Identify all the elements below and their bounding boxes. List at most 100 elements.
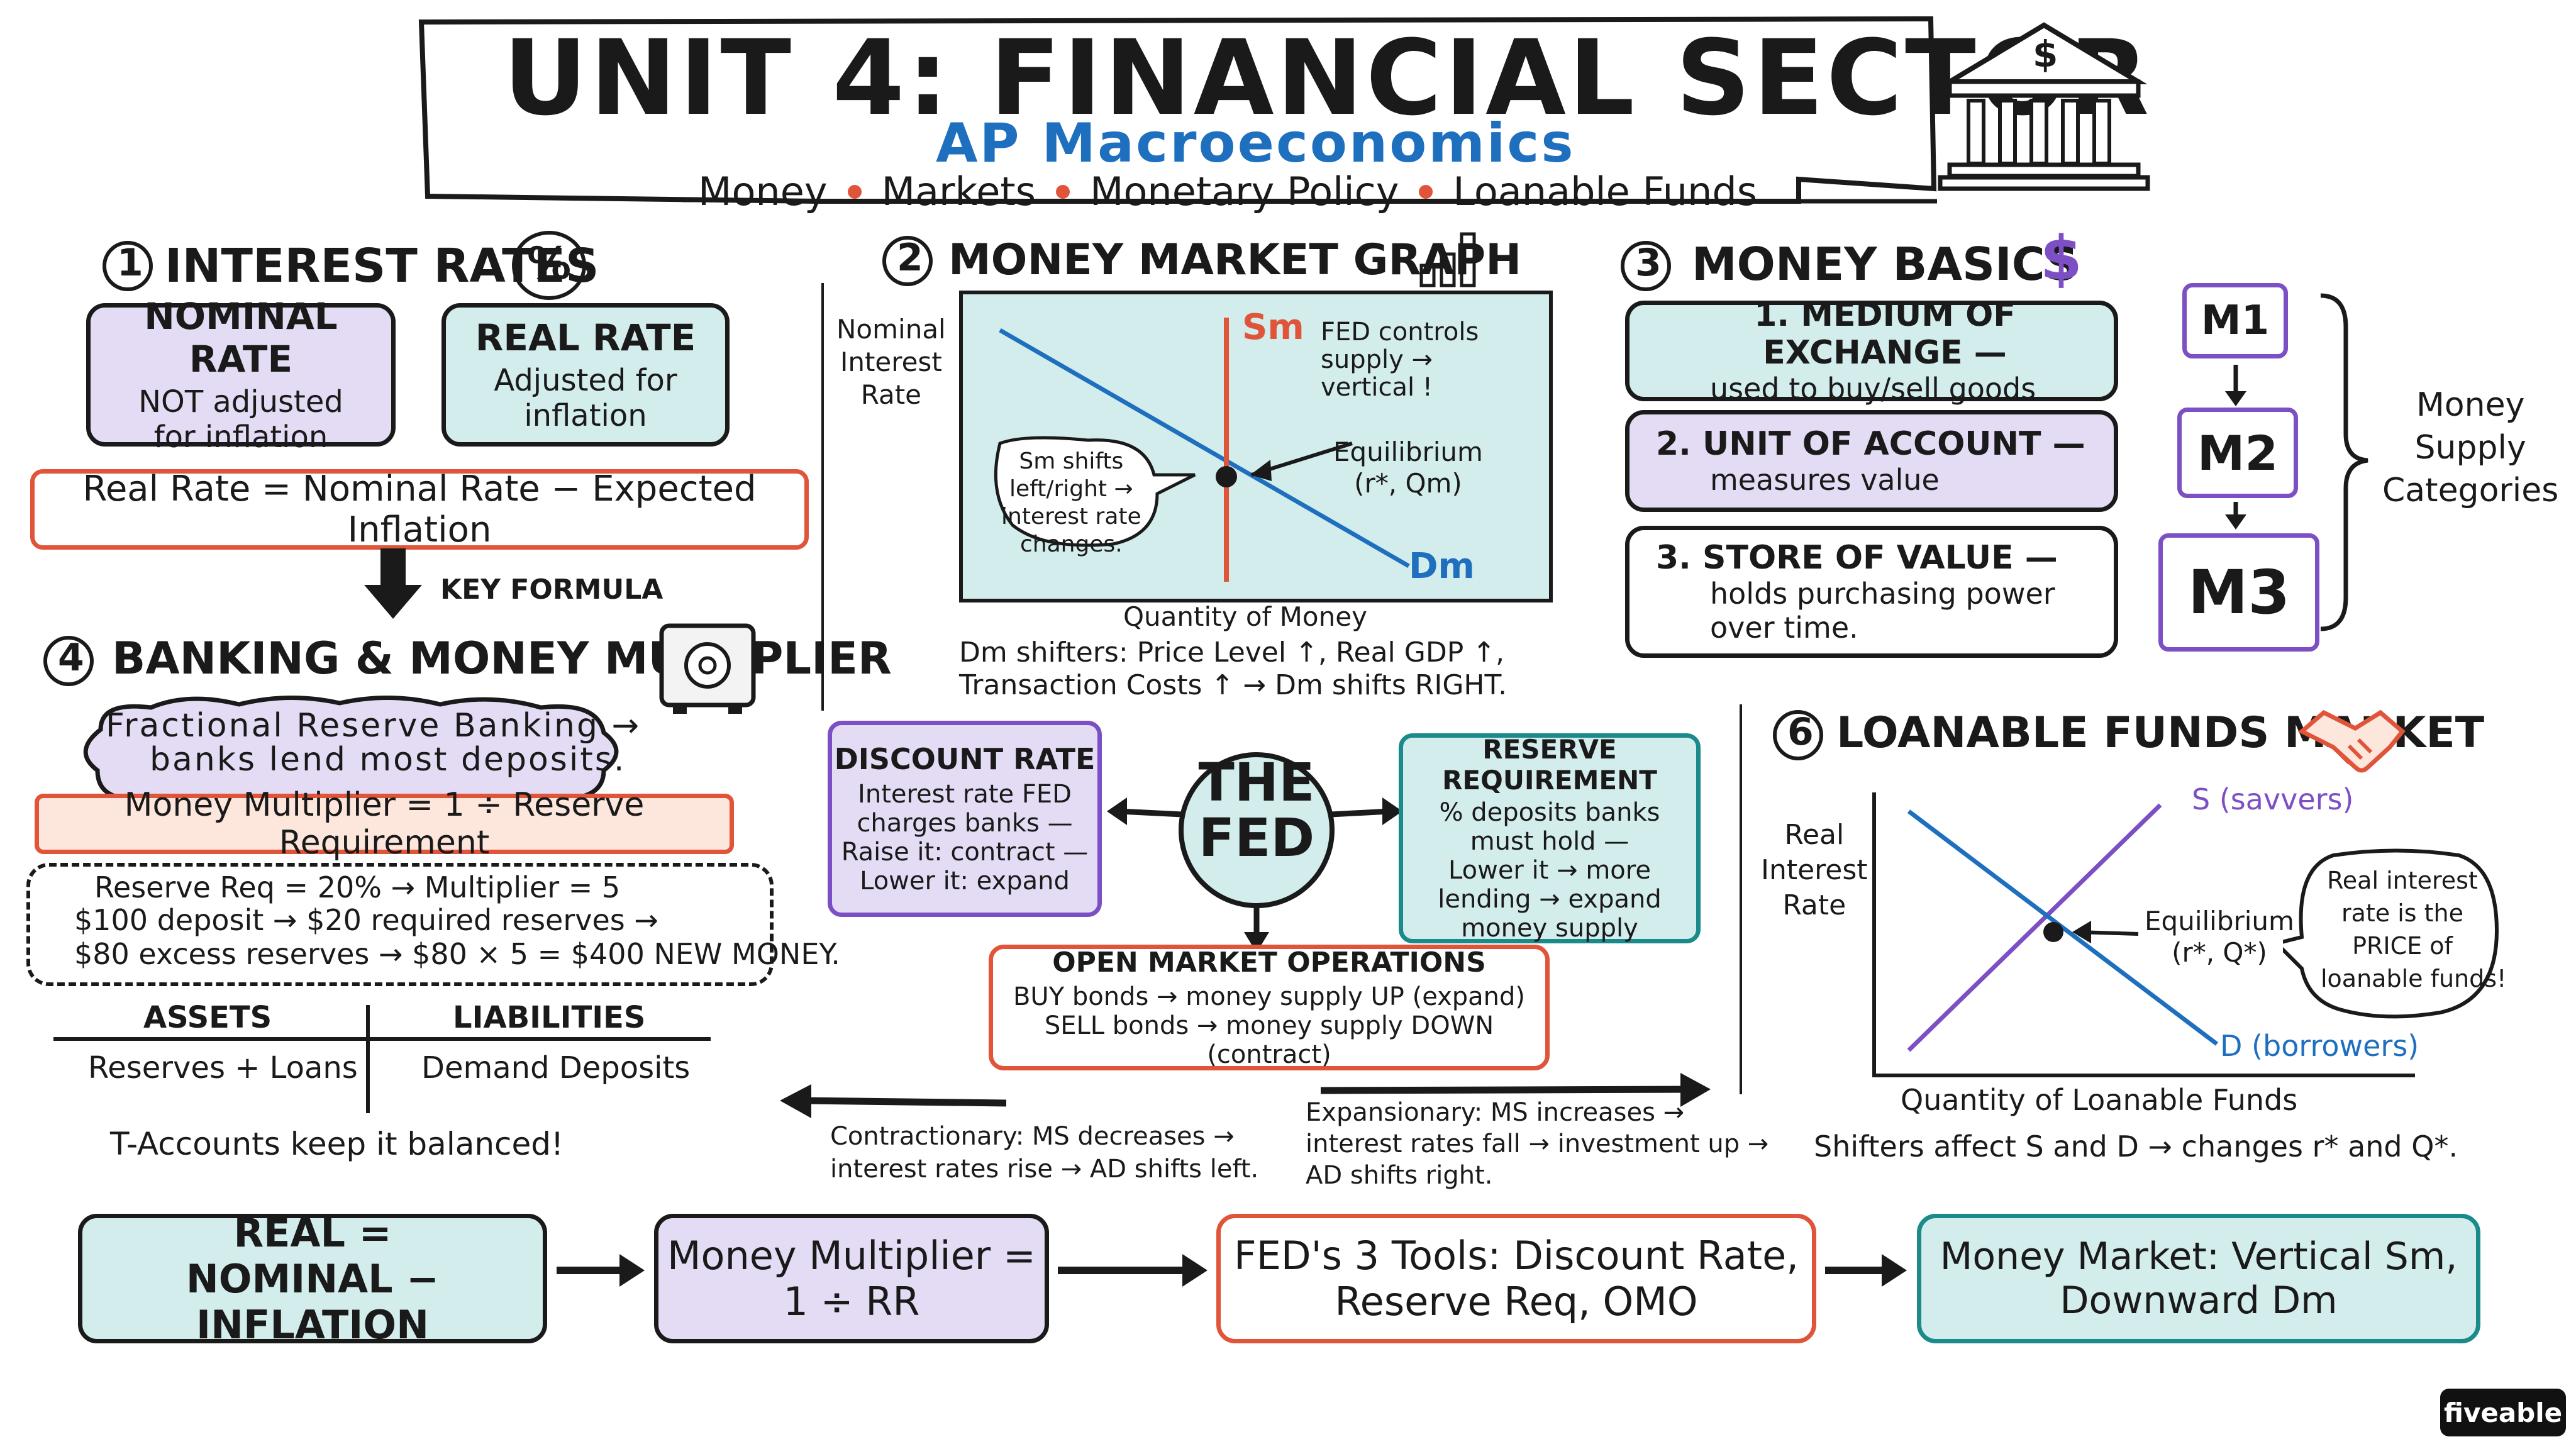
page-subtitle: AP Macroeconomics bbox=[936, 112, 1575, 175]
categories-brace bbox=[2320, 293, 2368, 631]
liabilities-header: LIABILITIES bbox=[453, 1000, 646, 1035]
summary-text: Reserve Req, OMO bbox=[1335, 1279, 1698, 1324]
function-title: 1. MEDIUM OF EXCHANGE — bbox=[1754, 296, 2016, 372]
section2-number-circle bbox=[882, 236, 933, 286]
lf-y-label-line: Interest bbox=[1761, 854, 1868, 886]
the-fed-label: THE FED bbox=[1156, 755, 1357, 865]
section3-number: 3 bbox=[1635, 241, 1662, 285]
section1-number: 1 bbox=[117, 241, 143, 285]
supply-label: S (savvers) bbox=[2192, 782, 2354, 816]
section4-title: BANKING & MONEY MULTIPLIER bbox=[112, 633, 892, 684]
topic-money: Money bbox=[698, 169, 828, 214]
money-multiplier-formula: Money Multiplier = 1 ÷ Reserve Requireme… bbox=[35, 786, 734, 862]
sm-shift-line: interest rate bbox=[1001, 504, 1141, 530]
price-bubble-line: PRICE of bbox=[2352, 932, 2453, 960]
section2-number: 2 bbox=[897, 236, 923, 280]
cloud-text: Fractional Reserve Banking → bbox=[106, 707, 641, 745]
money-demand-curve bbox=[999, 328, 1410, 569]
categories-line: Money bbox=[2416, 386, 2525, 424]
assets-header: ASSETS bbox=[143, 1000, 272, 1035]
section3-title: MONEY BASICS bbox=[1692, 238, 2079, 291]
lf-x-label: Quantity of Loanable Funds bbox=[1901, 1083, 2298, 1117]
section4-number: 4 bbox=[58, 636, 84, 680]
lf-equilibrium-label: Equilibrium (r*, Q*) bbox=[2145, 906, 2294, 969]
discount-rate-card: DISCOUNT RATE Interest rate FED charges … bbox=[828, 721, 1102, 917]
formula-text: Real Rate = Nominal Rate − Expected Infl… bbox=[82, 469, 757, 550]
sm-label: Sm bbox=[1242, 307, 1304, 348]
omo-text: SELL bonds → money supply DOWN (contract… bbox=[1044, 1011, 1494, 1069]
topic-markets: Markets bbox=[881, 169, 1036, 214]
down-arrow bbox=[364, 548, 422, 619]
lf-equilibrium-line: (r*, Q*) bbox=[2172, 937, 2267, 968]
dm-label: Dm bbox=[1409, 546, 1475, 587]
summary-text: FED's 3 Tools: Discount Rate, bbox=[1234, 1233, 1799, 1279]
summary-fed-tools: FED's 3 Tools: Discount Rate, Reserve Re… bbox=[1216, 1214, 1816, 1343]
function-text: holds purchasing power bbox=[1710, 577, 2055, 611]
sm-shift-line: Sm shifts bbox=[1019, 448, 1124, 474]
t-account bbox=[53, 1005, 711, 1113]
price-bubble-line: Real interest bbox=[2327, 867, 2478, 894]
lf-supply-curve bbox=[1907, 803, 2162, 1052]
m1-label: M1 bbox=[2201, 297, 2270, 344]
title-banner bbox=[418, 16, 1937, 204]
real-rate-title: REAL RATE bbox=[475, 316, 696, 359]
demand-label: D (borrowers) bbox=[2220, 1029, 2419, 1063]
liabilities-value: Demand Deposits bbox=[421, 1050, 691, 1085]
percent-icon-circle bbox=[512, 231, 586, 300]
section6-number: 6 bbox=[1787, 710, 1814, 754]
bullet-dot bbox=[1056, 184, 1070, 199]
section4-number-circle bbox=[43, 636, 94, 686]
topic-monetary-policy: Monetary Policy bbox=[1090, 169, 1399, 214]
function-store-of-value: 3. STORE OF VALUE — holds purchasing pow… bbox=[1625, 526, 2118, 658]
function-text: over time. bbox=[1710, 611, 1858, 645]
real-rate-text: inflation bbox=[524, 398, 647, 433]
expansionary-note: interest rates fall → investment up → bbox=[1306, 1130, 1769, 1158]
sm-shift-line: left/right → bbox=[1009, 476, 1133, 502]
sm-shift-line: changes. bbox=[1020, 531, 1123, 557]
real-rate-formula: Real Rate = Nominal Rate − Expected Infl… bbox=[30, 469, 809, 550]
mm-y-label-line: Nominal bbox=[836, 314, 946, 345]
discount-rate-text: charges banks — bbox=[857, 809, 1073, 838]
categories-line: Supply bbox=[2414, 429, 2526, 467]
reserve-requirement-text: money supply bbox=[1461, 914, 1638, 943]
dm-shifters-note: Transaction Costs ↑ → Dm shifts RIGHT. bbox=[959, 669, 1507, 701]
summary-text: NOMINAL − INFLATION bbox=[186, 1255, 440, 1348]
discount-rate-text: Raise it: contract — bbox=[841, 838, 1089, 867]
mm-equilibrium-point bbox=[1216, 466, 1237, 487]
cloud-text: banks lend most deposits. bbox=[150, 741, 626, 779]
mm-y-label: Nominal Interest Rate bbox=[836, 313, 946, 411]
key-formula-label: KEY FORMULA bbox=[440, 574, 663, 606]
real-rate-text: Adjusted for bbox=[494, 363, 677, 398]
function-title: 2. UNIT OF ACCOUNT — bbox=[1656, 425, 2085, 463]
example-line: $80 excess reserves → $80 × 5 = $400 NEW… bbox=[74, 937, 840, 971]
assets-value: Reserves + Loans bbox=[88, 1050, 358, 1085]
discount-rate-text: Interest rate FED bbox=[858, 780, 1072, 809]
function-title: 3. STORE OF VALUE — bbox=[1656, 539, 2058, 577]
lf-equilibrium-line: Equilibrium bbox=[2145, 906, 2294, 936]
summary-text: REAL = bbox=[233, 1209, 392, 1256]
section6-number-circle bbox=[1773, 710, 1823, 760]
m3-label: M3 bbox=[2187, 557, 2290, 628]
real-rate-card: REAL RATE Adjusted for inflation bbox=[441, 303, 730, 447]
reserve-requirement-text: % deposits banks bbox=[1439, 798, 1660, 827]
contraction-expansion-arrows bbox=[780, 1073, 1711, 1118]
summary-text: 1 ÷ RR bbox=[783, 1279, 920, 1324]
mm-equilibrium-line: (r*, Qm) bbox=[1354, 468, 1462, 499]
multiplier-example bbox=[26, 863, 774, 986]
reserve-requirement-card: RESERVE REQUIREMENT % deposits banks mus… bbox=[1399, 733, 1701, 943]
nominal-rate-text: NOT adjusted bbox=[138, 384, 343, 419]
t-account-note: T-Accounts keep it balanced! bbox=[110, 1126, 564, 1162]
example-line: $100 deposit → $20 required reserves → bbox=[74, 903, 658, 937]
m3-box: M3 bbox=[2158, 533, 2319, 652]
loanable-funds-graph bbox=[1872, 792, 2415, 1077]
money-supply-categories-label: Money Supply Categories bbox=[2382, 384, 2558, 512]
fed-hub bbox=[1107, 752, 1402, 953]
m1-box: M1 bbox=[2182, 283, 2288, 358]
omo-text: BUY bonds → money supply UP (expand) bbox=[1013, 982, 1526, 1011]
expansionary-note: AD shifts right. bbox=[1306, 1161, 1493, 1190]
categories-line: Categories bbox=[2382, 472, 2559, 509]
mm-equilibrium-label: Equilibrium (r*, Qm) bbox=[1333, 436, 1483, 499]
summary-money-multiplier: Money Multiplier = 1 ÷ RR bbox=[654, 1214, 1049, 1343]
contractionary-note: interest rates rise → AD shifts left. bbox=[830, 1155, 1259, 1184]
example-line: Reserve Req = 20% → Multiplier = 5 bbox=[94, 870, 621, 904]
